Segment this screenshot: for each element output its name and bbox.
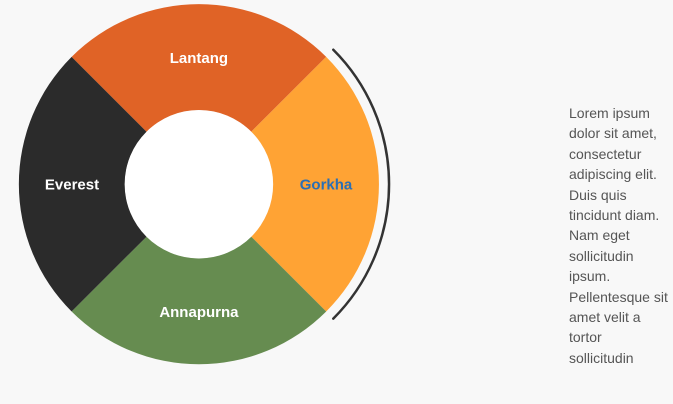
segment-everest-label: Everest (45, 177, 99, 194)
segment-annapurna-label: Annapurna (159, 304, 239, 321)
segment-annapurna-fill[interactable] (71, 236, 327, 365)
segment-everest[interactable]: Everest (18, 56, 147, 312)
segment-lantang-label: Lantang (170, 50, 228, 67)
selected-indicator-arc (332, 48, 391, 320)
segment-annapurna[interactable]: Annapurna (71, 236, 327, 365)
segment-gorkha-fill[interactable] (251, 56, 379, 312)
segment-lantang[interactable]: Lantang (71, 4, 327, 132)
segment-lantang-fill[interactable] (71, 4, 327, 132)
segment-gorkha[interactable]: Gorkha (251, 56, 379, 312)
segment-gorkha-label: Gorkha (300, 177, 353, 194)
description-text: Lorem ipsum dolor sit amet, consectetur … (569, 105, 668, 366)
wheel-center-hole (124, 110, 273, 259)
segment-everest-fill[interactable] (18, 56, 147, 312)
